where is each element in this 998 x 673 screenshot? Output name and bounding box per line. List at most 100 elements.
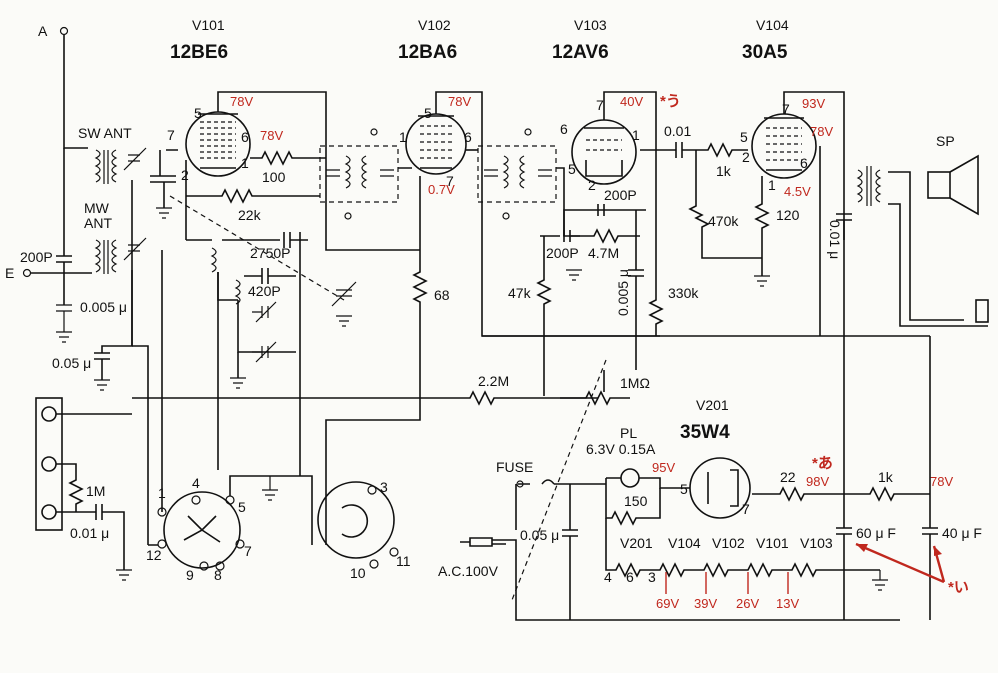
capacitor-2750p — [186, 232, 308, 301]
switch-contact — [389, 547, 399, 557]
v104-cathode-voltage: 4.5V — [784, 184, 811, 199]
earth-terminal-label: E — [5, 265, 14, 281]
heater-pin-6: 6 — [626, 569, 634, 585]
capacitor-420p-label: 420P — [248, 283, 281, 299]
switch-contact — [191, 495, 201, 505]
capacitor-005u-line — [562, 484, 578, 620]
sw-trimmer-capacitor — [123, 147, 147, 171]
oscillator-coil — [210, 247, 217, 273]
mw-trimmer-capacitor — [123, 237, 147, 261]
v101-pin-6: 6 — [241, 129, 249, 145]
sw-antenna-coil-secondary — [111, 149, 118, 183]
note-u-marker: *う — [660, 93, 681, 110]
v104-plate-voltage: 93V — [802, 96, 825, 111]
tube-v104: V104 30A5 7 5 2 1 6 93V 78V 4.5V 1k 470k… — [688, 17, 882, 336]
ground-symbol — [230, 377, 246, 389]
power-supply: V201 35W4 5 7 PL 6.3V 0.15A 95V 150 FUSE… — [438, 258, 982, 621]
if-transformer-2-can — [477, 145, 557, 203]
resistor-1k-grid — [700, 142, 748, 158]
resistor-47m-label: 4.7M — [588, 245, 619, 261]
note-a-marker: *あ — [812, 455, 833, 472]
band-switch-right-wafer[interactable] — [317, 481, 395, 559]
tube-v102-envelope — [405, 113, 467, 175]
band-switch-left-wafer[interactable] — [163, 491, 241, 569]
speaker: SP — [888, 133, 989, 327]
mains-return — [515, 484, 900, 621]
heater-voltage-69v: 69V — [656, 596, 679, 611]
volume-control-label: 1MΩ — [620, 375, 650, 391]
tube-v103-grid — [586, 139, 622, 151]
if1-adjust-top — [370, 128, 378, 136]
speaker-cone — [949, 154, 979, 216]
tube-v103-envelope — [571, 119, 637, 185]
mw-coil-core — [103, 240, 109, 274]
phono-jack-2[interactable] — [41, 456, 57, 472]
ground-symbol — [156, 207, 172, 219]
mw-label: MW — [84, 200, 110, 216]
tube-v104-type: 30A5 — [742, 42, 788, 63]
output-transformer-secondary — [875, 169, 882, 203]
v103-pin-1: 1 — [632, 127, 640, 143]
heater-voltage-arrows — [665, 572, 789, 594]
filter-capacitor-40u-label: 40 μ F — [942, 525, 982, 541]
ac-plug[interactable] — [460, 537, 506, 547]
tube-v104-grids — [766, 127, 802, 161]
resistor-68-label: 68 — [434, 287, 450, 303]
tube-v101-grids — [200, 121, 236, 159]
output-transformer-primary — [856, 169, 863, 203]
tube-v102-ref: V102 — [418, 17, 451, 33]
oscillator-padder-line — [237, 300, 296, 353]
capacitor-0005u-b — [628, 210, 644, 370]
agc-line — [131, 180, 149, 545]
v104-pin-7: 7 — [782, 101, 790, 117]
capacitor-200p-antenna — [56, 230, 72, 305]
resistor-1m — [56, 463, 84, 512]
switch-left-pin-12: 12 — [146, 547, 162, 563]
resistor-22-label: 22 — [780, 469, 796, 485]
capacitor-001u-speaker — [836, 213, 852, 258]
switch-contact — [157, 539, 167, 549]
oscillator-section: 2750P 420P — [169, 195, 357, 389]
speaker-leads — [888, 171, 988, 327]
phono-jack-3[interactable] — [41, 504, 57, 520]
phono-jack-1[interactable] — [41, 406, 57, 422]
v103-pin-2: 2 — [588, 177, 596, 193]
ground-symbol — [116, 569, 132, 581]
v101-pin-5: 5 — [194, 105, 202, 121]
v103-pin-5: 5 — [568, 161, 576, 177]
pilot-lamp-rating: 6.3V 0.15A — [586, 441, 656, 457]
ground-symbol — [566, 269, 582, 281]
resistor-22m — [132, 390, 598, 406]
fuse-terminal — [516, 480, 524, 488]
resistor-120-label: 120 — [776, 207, 800, 223]
v101-screen-lead — [217, 91, 327, 150]
filter-capacitor-60u-label: 60 μ F — [856, 525, 896, 541]
v104-pin-1: 1 — [768, 177, 776, 193]
resistor-1k-grid-label: 1k — [716, 163, 732, 179]
ground-symbol — [872, 570, 888, 591]
v101-grid-capacitor — [150, 149, 178, 208]
v102-pin-5: 5 — [424, 105, 432, 121]
tube-v201-ref: V201 — [696, 397, 729, 413]
grid-leak-network — [540, 228, 640, 244]
capacitor-420p — [244, 268, 296, 284]
heater-label-v201: V201 — [620, 535, 653, 551]
resistor-100 — [250, 150, 312, 166]
switch-right-pin-11: 11 — [396, 553, 411, 569]
v102-pin-6: 6 — [464, 129, 472, 145]
tube-v102-electrodes — [418, 115, 454, 169]
mw-antenna-coil-secondary — [111, 239, 118, 273]
if-transformer-2 — [477, 128, 580, 237]
switch-contact — [215, 561, 225, 571]
capacitor-200p-plate — [563, 204, 646, 236]
switch-contact — [369, 559, 379, 569]
resistor-22k — [186, 188, 320, 204]
tube-v102-type: 12BA6 — [398, 42, 457, 63]
v104-pin-2: 2 — [742, 149, 750, 165]
bias-and-volume: 2.2M 1MΩ — [132, 359, 650, 601]
band-switch-left-contacts — [183, 515, 221, 543]
gang-capacitor — [331, 281, 357, 307]
capacitor-200p-plate-label: 200P — [604, 187, 637, 203]
switch-left-pin-9: 9 — [186, 567, 194, 583]
